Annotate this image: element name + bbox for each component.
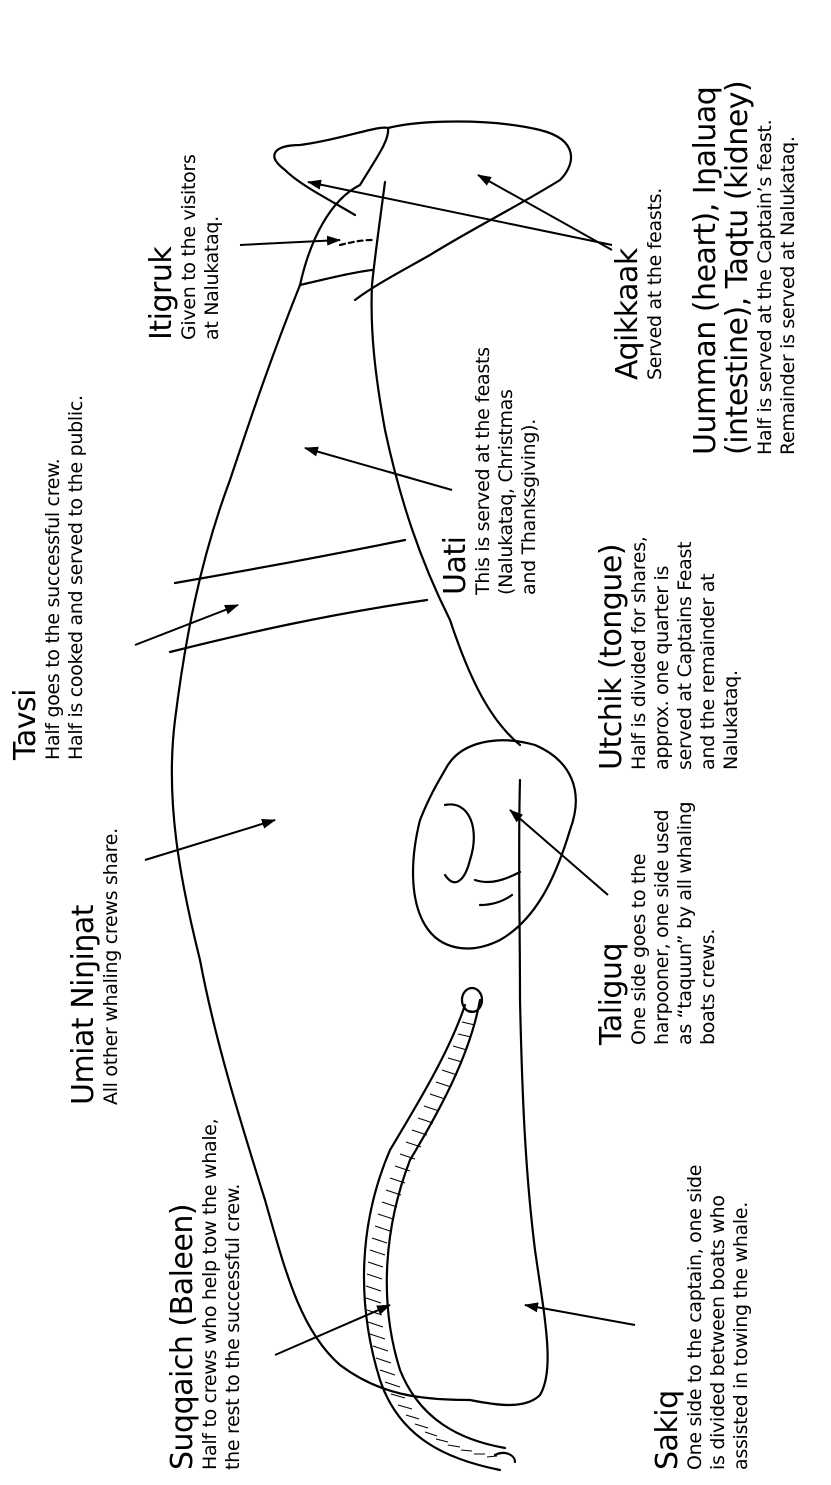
label-suqqaich-name: Suqqaich (Baleen) (167, 1119, 199, 1470)
tongue-outline (413, 740, 576, 948)
label-uati-line-1: This is served at the feasts (472, 347, 495, 595)
label-utchik-line-4: and the remainder at (697, 536, 720, 770)
arrow-itigruk (240, 240, 340, 245)
tail-fluke-left (274, 128, 388, 285)
label-utchik-line-2: approx. one quarter is (651, 536, 674, 770)
arrow-taliguq (510, 810, 608, 895)
label-sakiq-name: Sakiq (652, 1165, 684, 1470)
label-taliguq-line-2: harpooner, one side used (651, 802, 674, 1045)
baleen-inner (387, 1000, 505, 1448)
baleen-outer (364, 1005, 500, 1470)
label-uumman-line-1: Half is served at the Captain’s feast. (754, 81, 777, 455)
label-taliguq-name: Taliguq (596, 802, 628, 1045)
label-itigruk-line-2: at Nalukataq. (201, 154, 224, 340)
label-taliguq-line-4: boats crews. (697, 802, 720, 1045)
label-tavsi: Tavsi Half goes to the successful crew. … (10, 395, 88, 760)
label-uati: Uati This is served at the feasts (Naluk… (440, 347, 541, 595)
label-tavsi-name: Tavsi (10, 395, 42, 760)
label-utchik-line-3: served at Captains Feast (674, 536, 697, 770)
label-utchik: Utchik (tongue) Half is divided for shar… (596, 536, 743, 770)
label-suqqaich: Suqqaich (Baleen) Half to crews who help… (167, 1119, 245, 1470)
head-lower-outline (470, 780, 548, 1405)
label-uumman-name-1: Uumman (heart), Iŋaluaq (690, 81, 722, 455)
label-sakiq-line-3: assisted in towing the whale. (730, 1165, 753, 1470)
label-taliguq: Taliguq One side goes to the harpooner, … (596, 802, 720, 1045)
label-itigruk-name: Itigruk (146, 154, 178, 340)
label-suqqaich-line-1: Half to crews who help tow the whale, (199, 1119, 222, 1470)
arrow-sakiq (525, 1305, 635, 1325)
label-tavsi-line-2: Half is cooked and served to the public. (65, 395, 88, 760)
label-uumman-name-2: (intestine), Taqtu (kidney) (722, 81, 754, 455)
arrow-suqqaich (275, 1305, 390, 1355)
arrow-uati (305, 448, 452, 490)
label-aqikkaak: Aqikkaak Served at the feasts. (612, 188, 667, 380)
label-umiat: Umiat Niŋiŋat All other whaling crews sh… (68, 828, 123, 1105)
arrow-aqikkaak-right (478, 175, 612, 250)
arrow-umiat (145, 820, 275, 860)
label-utchik-line-5: Nalukataq. (720, 536, 743, 770)
label-aqikkaak-line-1: Served at the feasts. (644, 188, 667, 380)
label-uati-line-2: (Nalukataq, Christmas (495, 347, 518, 595)
label-utchik-name: Utchik (tongue) (596, 536, 628, 770)
label-umiat-name: Umiat Niŋiŋat (68, 828, 100, 1105)
label-utchik-line-1: Half is divided for shares, (628, 536, 651, 770)
tail-fluke-right (355, 122, 571, 301)
label-sakiq: Sakiq One side to the captain, one side … (652, 1165, 753, 1470)
label-suqqaich-line-2: the rest to the successful crew. (222, 1119, 245, 1470)
label-uumman-line-2: Remainder is served at Nalukataq. (777, 81, 800, 455)
label-itigruk: Itigruk Given to the visitors at Nalukat… (146, 154, 224, 340)
label-taliguq-line-1: One side goes to the (628, 802, 651, 1045)
label-uumman: Uumman (heart), Iŋaluaq (intestine), Taq… (690, 81, 800, 455)
label-aqikkaak-name: Aqikkaak (612, 188, 644, 380)
label-umiat-line-1: All other whaling crews share. (100, 828, 123, 1105)
label-sakiq-line-2: is divided between boats who (707, 1165, 730, 1470)
label-taliguq-line-3: as “taquun” by all whaling (674, 802, 697, 1045)
label-sakiq-line-1: One side to the captain, one side (684, 1165, 707, 1470)
label-tavsi-line-1: Half goes to the successful crew. (42, 395, 65, 760)
label-uati-line-3: and Thanksgiving). (518, 347, 541, 595)
label-uati-name: Uati (440, 347, 472, 595)
label-itigruk-line-1: Given to the visitors (178, 154, 201, 340)
